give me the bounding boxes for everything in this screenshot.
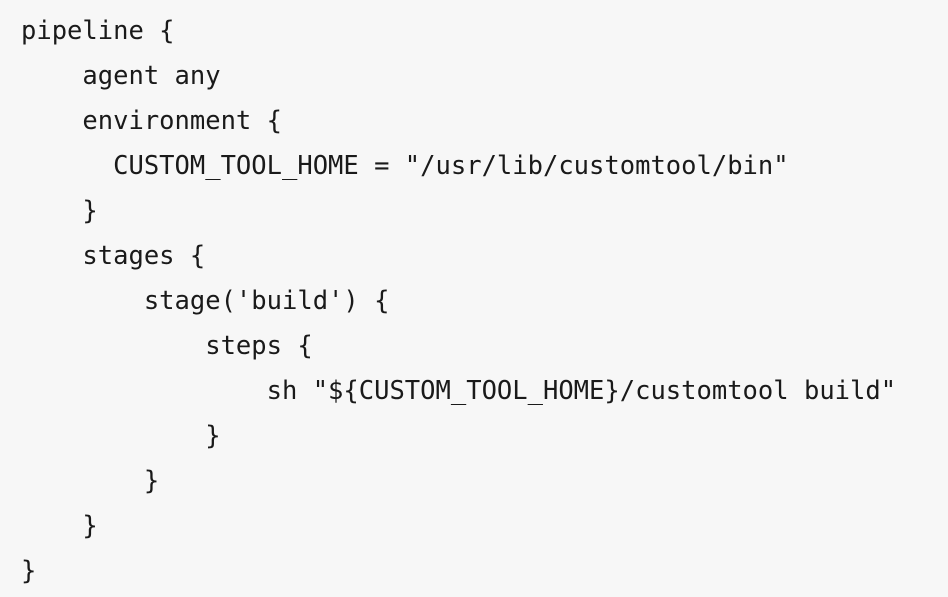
code-line: } xyxy=(21,196,98,226)
code-line: agent any xyxy=(21,61,221,91)
code-line: } xyxy=(21,556,37,586)
code-line: } xyxy=(21,466,160,496)
code-line: } xyxy=(21,511,98,541)
code-line: environment { xyxy=(21,106,282,136)
code-line: steps { xyxy=(21,331,313,361)
code-line: stage('build') { xyxy=(21,286,390,316)
code-line: } xyxy=(21,421,221,451)
code-line: pipeline { xyxy=(21,16,175,46)
code-line: sh "${CUSTOM_TOOL_HOME}/customtool build… xyxy=(21,376,897,406)
code-line: stages { xyxy=(21,241,206,271)
code-line: CUSTOM_TOOL_HOME = "/usr/lib/customtool/… xyxy=(21,151,789,181)
